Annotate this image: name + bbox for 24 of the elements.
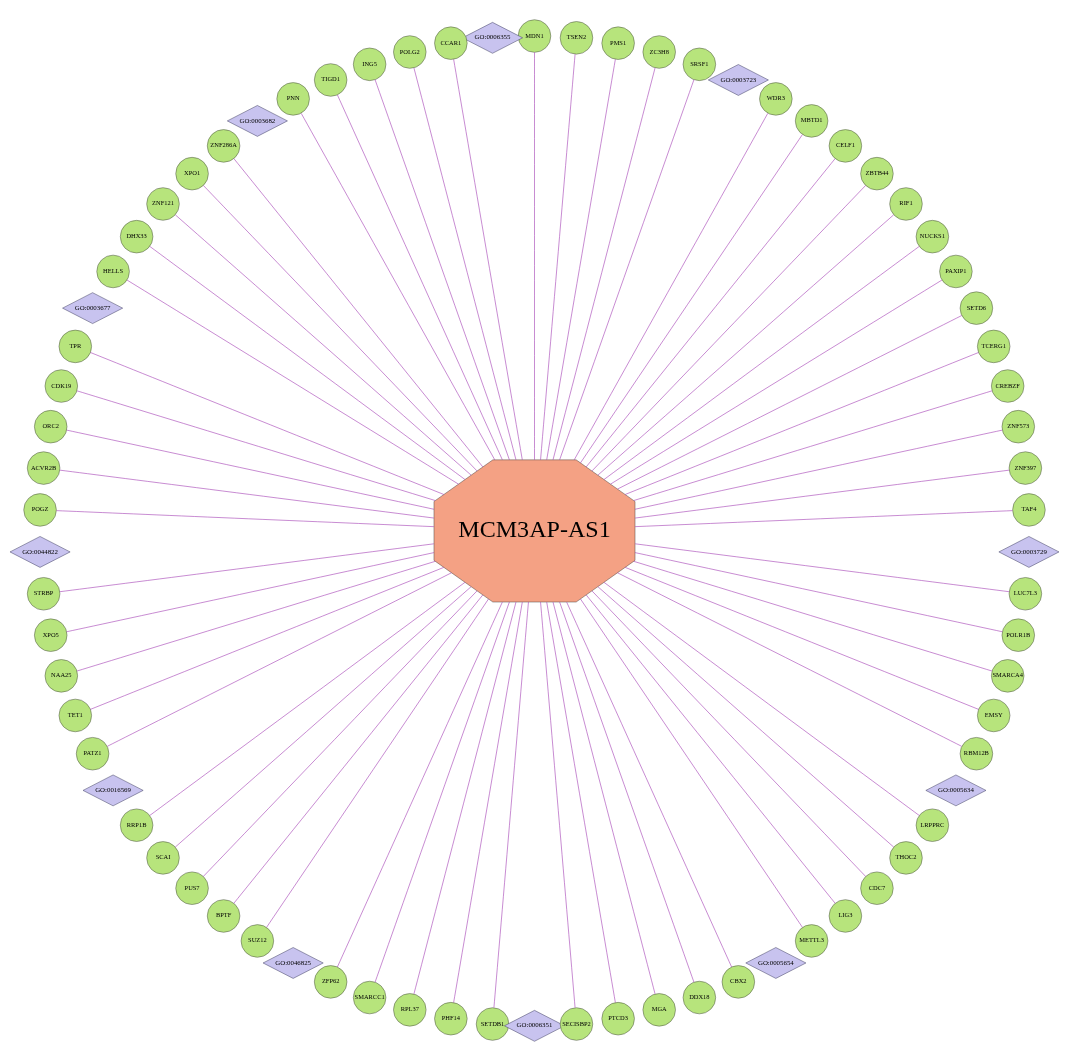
connector	[559, 78, 695, 460]
connector	[573, 112, 769, 460]
connector	[126, 279, 459, 484]
connector	[337, 601, 503, 967]
connector	[76, 390, 436, 501]
connector	[610, 279, 943, 484]
connector	[90, 351, 445, 495]
connector	[633, 390, 993, 501]
connector	[107, 572, 452, 747]
connector	[76, 560, 436, 671]
connector	[300, 112, 496, 460]
connector	[633, 560, 993, 671]
connector	[617, 572, 962, 747]
connector	[624, 351, 979, 495]
connector	[540, 53, 576, 460]
connector	[374, 78, 510, 460]
connector	[624, 566, 979, 710]
connector	[90, 566, 445, 710]
connector	[585, 157, 836, 467]
connector	[493, 601, 529, 1008]
connector	[540, 601, 576, 1008]
connector	[566, 601, 732, 967]
connector	[534, 51, 535, 460]
connector	[617, 314, 962, 489]
